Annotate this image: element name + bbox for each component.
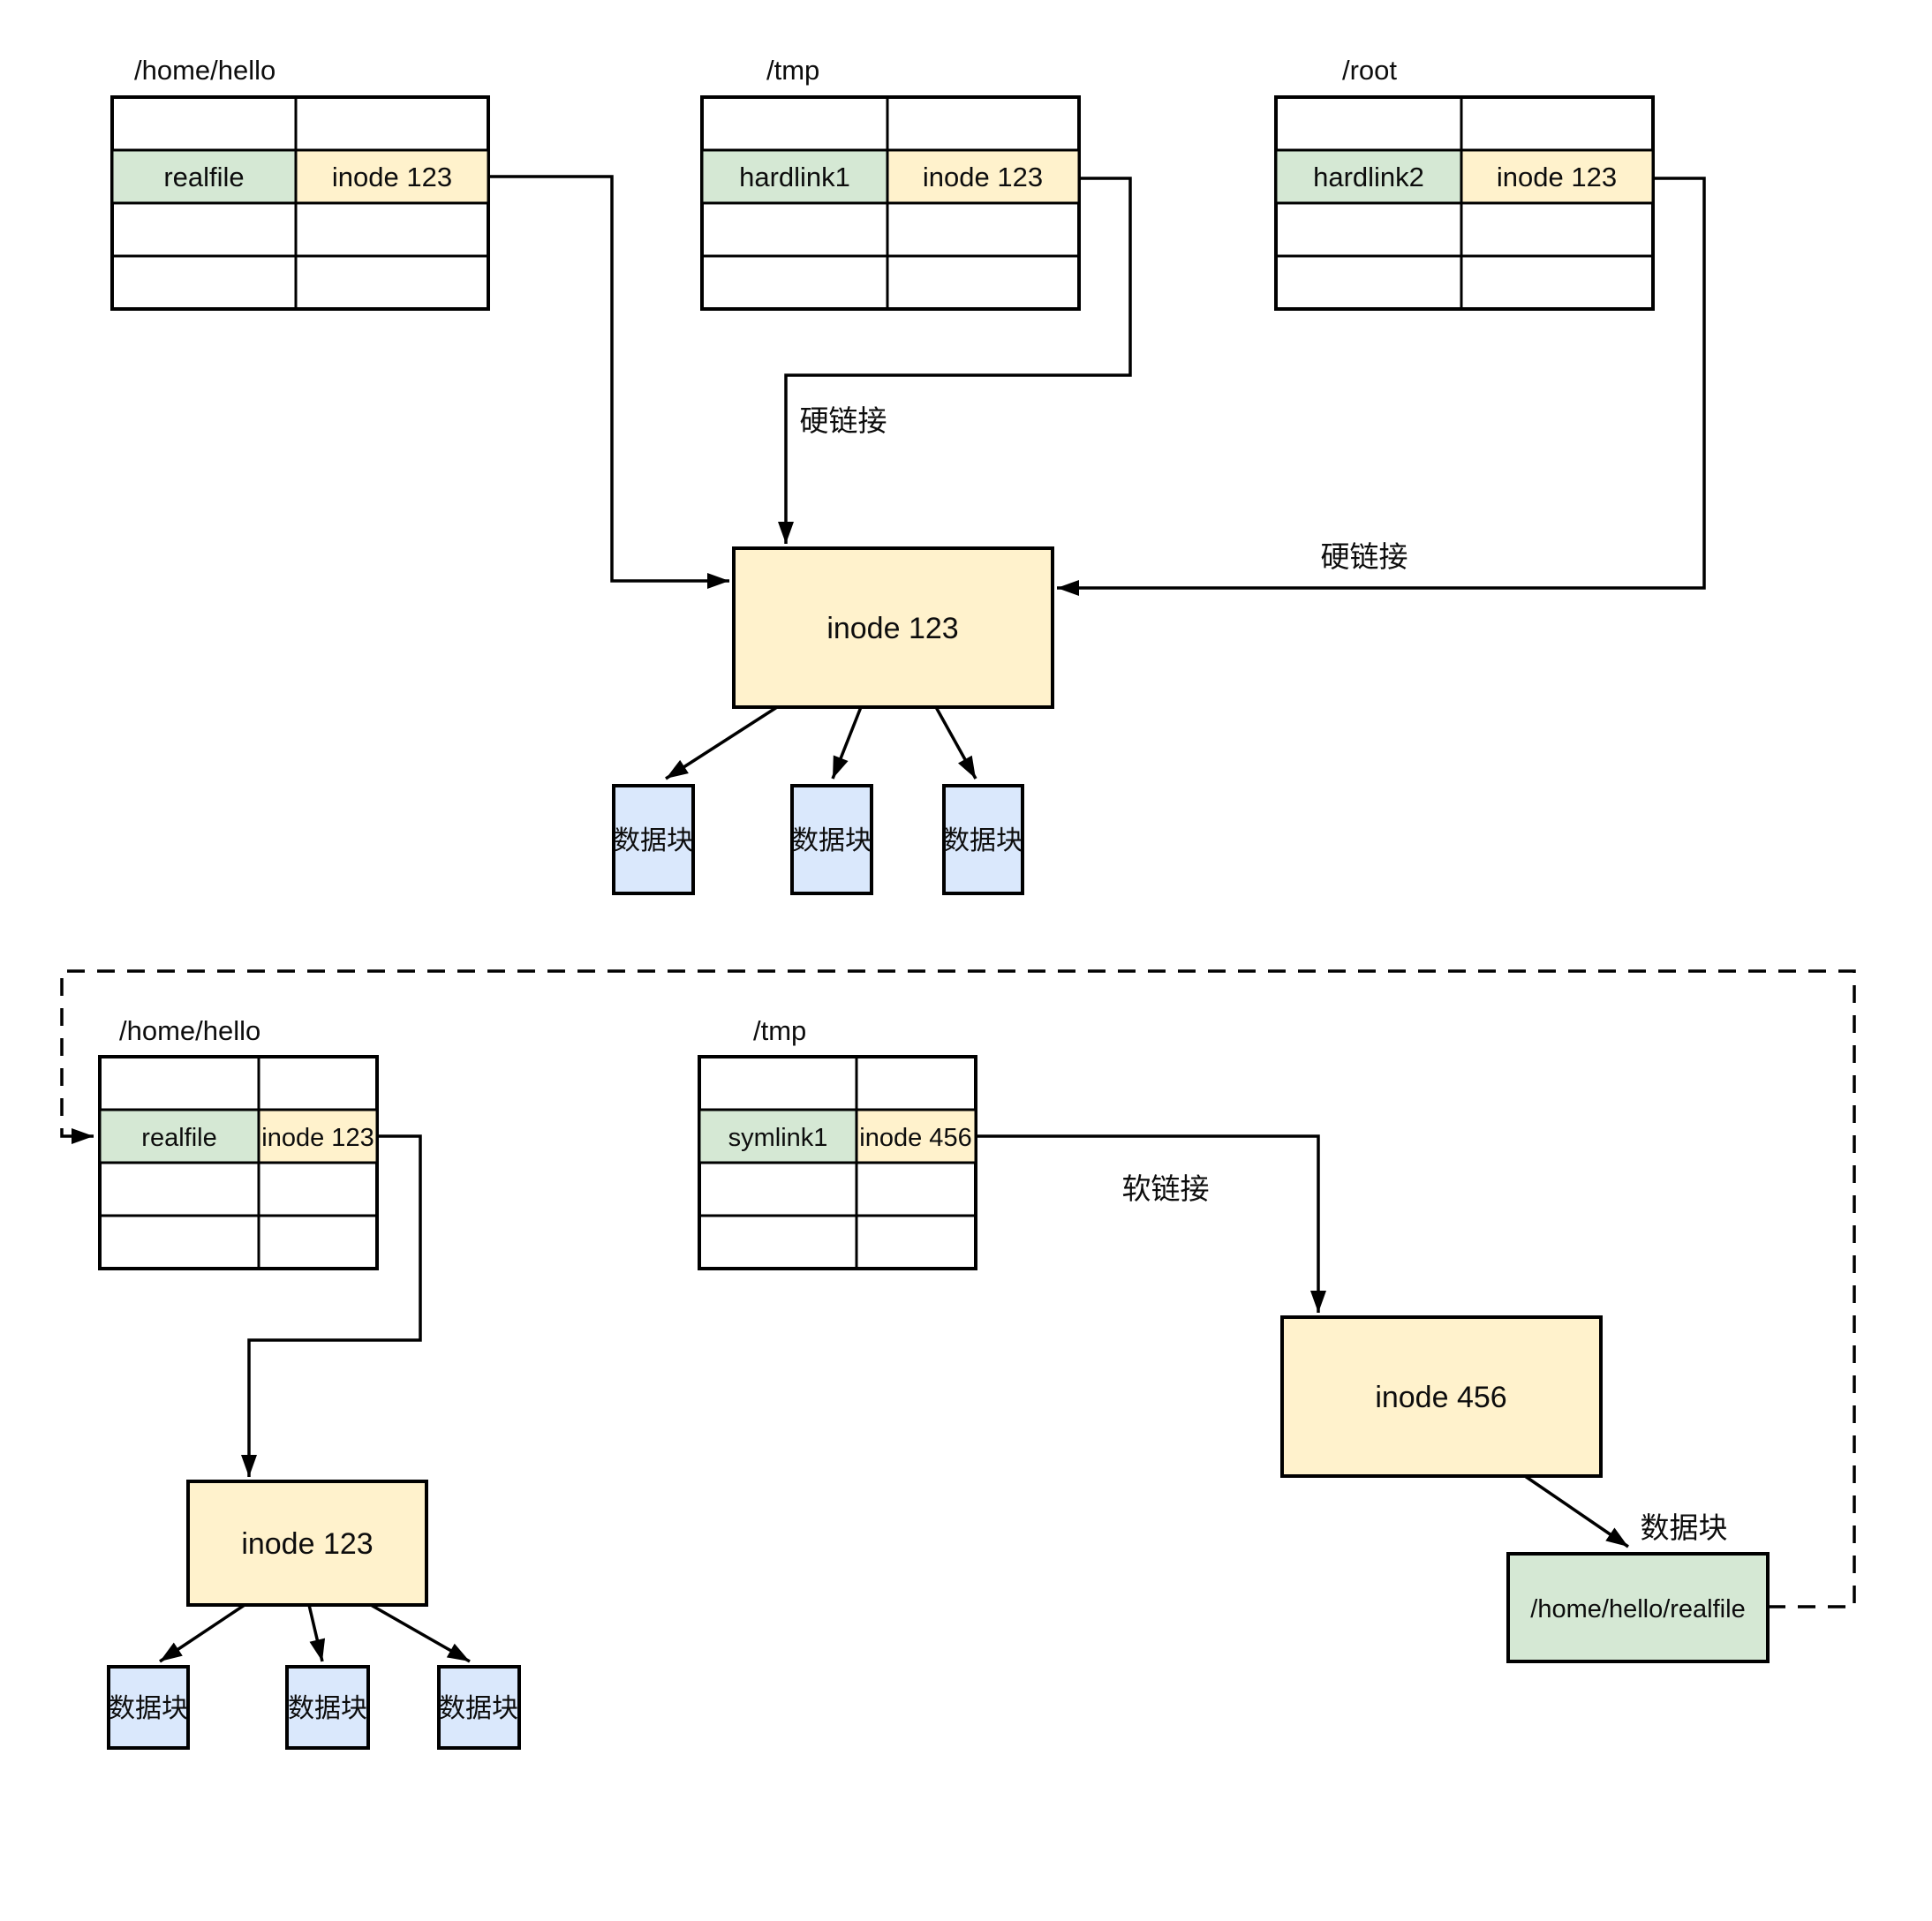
edge-inode456-to-path-block <box>1524 1474 1629 1548</box>
data-block-box <box>285 1665 370 1750</box>
datablock-edge-label: 数据块 <box>1641 1511 1728 1544</box>
dir-table-home-hello-bottom: /home/hello realfile inode 123 <box>98 1015 379 1270</box>
inode-cell <box>886 148 1081 205</box>
dir-table-root-top: /root hardlink2 inode 123 <box>1274 55 1655 311</box>
data-block-1-bottom: 数据块 <box>107 1665 190 1750</box>
data-block-box <box>107 1665 190 1750</box>
inode456-box: inode 456 <box>1280 1315 1603 1478</box>
inode-label: inode 123 <box>1497 162 1617 192</box>
edge-inode123-to-block1 <box>665 705 778 780</box>
data-block-label: 数据块 <box>109 1694 188 1723</box>
edge-hardlink1-to-inode123 <box>778 177 1132 544</box>
data-block-box <box>790 784 873 895</box>
data-block-label: 数据块 <box>439 1694 518 1723</box>
filename-label: realfile <box>163 162 244 192</box>
realfile-path-box: /home/hello/realfile <box>1506 1552 1770 1663</box>
hardlink-edge-label-2: 硬链接 <box>1321 540 1408 573</box>
edge-inode123-to-block3-bottom <box>370 1603 471 1663</box>
inode123-box-top: inode 123 <box>732 546 1054 709</box>
data-block-label: 数据块 <box>614 826 693 855</box>
inode-label: inode 123 <box>923 162 1043 192</box>
edge-realfile-to-inode123-bottom <box>241 1134 422 1477</box>
dir-title: /tmp <box>753 1015 806 1046</box>
inode-box-label: inode 123 <box>826 612 958 645</box>
dir-table-tmp-top: /tmp hardlink1 inode 123 <box>700 55 1081 311</box>
filename-cell <box>110 148 298 205</box>
dir-title: /home/hello <box>134 55 275 86</box>
inode-label: inode 123 <box>332 162 452 192</box>
data-block-2-bottom: 数据块 <box>285 1665 370 1750</box>
edge-inode123-to-block2 <box>831 706 863 780</box>
dir-title: /tmp <box>766 55 819 86</box>
data-block-3-bottom: 数据块 <box>437 1665 521 1750</box>
data-block-box <box>612 784 695 895</box>
edge-realfile-to-inode123 <box>488 175 729 589</box>
filename-label: realfile <box>141 1124 216 1152</box>
data-block-label: 数据块 <box>288 1694 367 1723</box>
data-block-3-top: 数据块 <box>942 784 1024 895</box>
inode-box-label: inode 123 <box>241 1527 373 1561</box>
inode-box <box>186 1480 428 1607</box>
inode-box-label: inode 456 <box>1375 1381 1506 1414</box>
edge-inode123-to-block3 <box>934 706 977 780</box>
hardlink-edge-label-1: 硬链接 <box>800 404 887 437</box>
dir-table-home-hello-top: /home/hello realfile inode 123 <box>110 55 490 311</box>
data-block-2-top: 数据块 <box>790 784 873 895</box>
inode-label: inode 456 <box>859 1124 971 1152</box>
filename-label: symlink1 <box>728 1124 828 1152</box>
inode-box <box>732 546 1054 709</box>
filename-cell <box>98 1108 260 1164</box>
dir-title: /home/hello <box>119 1015 260 1046</box>
dir-table-tmp-bottom: /tmp symlink1 inode 456 <box>698 1015 977 1270</box>
edge-inode123-to-block1-bottom <box>159 1603 245 1663</box>
edge-inode123-to-block2-bottom <box>307 1604 326 1662</box>
edge-dashed-symlink-resolution <box>60 969 1856 1608</box>
edge-hardlink2-to-inode123 <box>1057 177 1706 596</box>
inode-label: inode 123 <box>261 1124 374 1152</box>
data-block-1-top: 数据块 <box>612 784 695 895</box>
filename-cell <box>698 1108 858 1164</box>
inode-box <box>1280 1315 1603 1478</box>
data-block-label: 数据块 <box>792 826 872 855</box>
path-block-label: /home/hello/realfile <box>1530 1595 1745 1623</box>
path-block-box <box>1506 1552 1770 1663</box>
edge-symlink1-to-inode456 <box>976 1134 1326 1313</box>
data-block-box <box>437 1665 521 1750</box>
softlink-edge-label: 软链接 <box>1122 1172 1210 1205</box>
filename-label: hardlink1 <box>739 162 850 192</box>
data-block-label: 数据块 <box>943 826 1023 855</box>
data-block-box <box>942 784 1024 895</box>
filename-label: hardlink2 <box>1313 162 1424 192</box>
inode-cell <box>1460 148 1655 205</box>
inode123-box-bottom: inode 123 <box>186 1480 428 1607</box>
inode-cell <box>294 148 490 205</box>
dir-title: /root <box>1342 55 1397 86</box>
